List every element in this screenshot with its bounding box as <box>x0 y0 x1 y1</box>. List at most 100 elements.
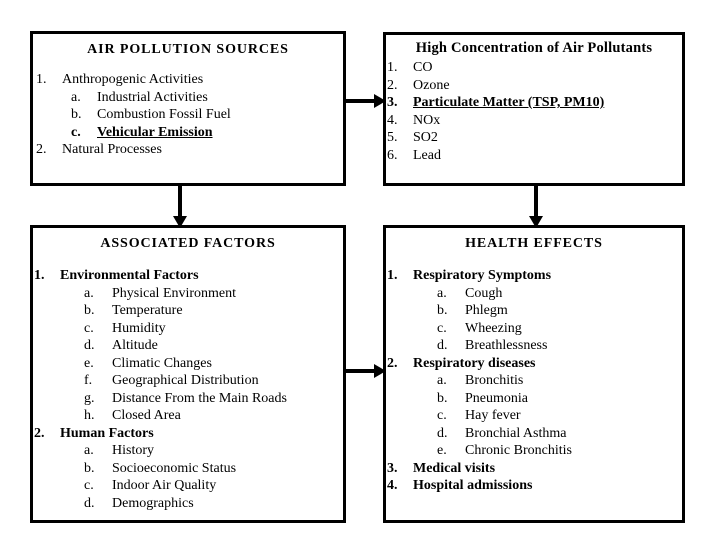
box-title-high-concentration-air-pollutants: High Concentration of Air Pollutants <box>415 40 653 56</box>
list-item: 4. Hospital admissions <box>387 477 682 495</box>
list-item: 6. Lead <box>387 147 682 165</box>
list-item-marker: a. <box>84 285 94 301</box>
list-item: 1.Environmental Factors <box>34 267 343 285</box>
list-item: a. Cough <box>387 285 682 303</box>
list-item-marker: c. <box>437 408 447 423</box>
list-item-label: SO2 <box>413 130 438 145</box>
list-item-label: Distance From the Main Roads <box>112 390 287 406</box>
arrow-right-icon-factors-to-health <box>346 362 386 380</box>
list-item-label: Cough <box>465 285 503 301</box>
list-item-label: Humidity <box>112 320 166 336</box>
list-item: 5. SO2 <box>387 129 682 147</box>
box-title-air-pollution-sources: AIR POLLUTION SOURCES <box>87 42 289 57</box>
list-item-marker: 6. <box>387 147 398 163</box>
list-item-marker: h. <box>84 408 95 423</box>
list-item-marker: d. <box>437 425 448 441</box>
list-item-label: Hospital admissions <box>413 478 533 493</box>
list-item: c.Hay fever <box>387 407 682 425</box>
list-item: a.Industrial Activities <box>36 89 343 107</box>
list-item: f.Geographical Distribution <box>34 372 343 390</box>
arrow-right-icon-sources-to-pollutants <box>346 92 386 110</box>
list-item-label: Ozone <box>413 77 450 93</box>
list-item-marker: c. <box>84 478 94 493</box>
arrow-shaft <box>178 186 182 218</box>
arrow-head <box>374 94 386 108</box>
list-item-marker: 2. <box>36 142 47 157</box>
box-title-associated-factors: ASSOCIATED FACTORS <box>100 236 276 251</box>
list-item: d.Breathlessness <box>387 337 682 355</box>
list-item-label: Wheezing <box>465 320 522 336</box>
list-item: 2. Respiratory diseases <box>387 355 682 373</box>
list-item-label: Respiratory diseases <box>413 355 536 371</box>
list-item-marker: 2. <box>387 77 398 93</box>
list-item-marker: e. <box>437 443 447 458</box>
list-item-marker: 4. <box>387 478 398 493</box>
list-item-marker: 2. <box>387 355 398 371</box>
list-item: h. Closed Area <box>34 407 343 425</box>
list-item-label: Medical visits <box>413 460 496 476</box>
arrow-head <box>529 216 543 228</box>
list-item: g. Distance From the Main Roads <box>34 390 343 408</box>
list-item-label: Demographics <box>112 495 194 511</box>
list-item-marker: 1. <box>34 268 45 283</box>
list-item-label: Natural Processes <box>62 142 162 157</box>
list-item: 2. Natural Processes <box>36 141 343 159</box>
list-item-label: Socioeconomic Status <box>112 460 237 476</box>
list-item-marker: g. <box>84 390 95 406</box>
list-item: c.Humidity <box>34 320 343 338</box>
list-item: 4.NOx <box>387 112 682 130</box>
list-item: d.Demographics <box>34 495 343 513</box>
list-item-label: Pneumonia <box>465 390 528 406</box>
list-item-label: Respiratory Symptoms <box>413 268 552 283</box>
list-item-label: Industrial Activities <box>97 89 208 105</box>
list-item-label: Vehicular Emission <box>97 124 213 140</box>
list-item: 2.Human Factors <box>34 425 343 443</box>
list-item: c. Vehicular Emission <box>36 124 343 142</box>
list-item: b. Phlegm <box>387 302 682 320</box>
list-item: c. Wheezing <box>387 320 682 338</box>
list-item-label: NOx <box>413 112 441 128</box>
list-item-label: Geographical Distribution <box>112 373 259 388</box>
list-item: b. Combustion Fossil Fuel <box>36 106 343 124</box>
list-item: a. Bronchitis <box>387 372 682 390</box>
list-item-marker: b. <box>71 107 82 122</box>
arrow-shaft <box>346 369 376 373</box>
list-item-marker: c. <box>437 320 447 336</box>
list-item-label: Combustion Fossil Fuel <box>97 107 231 122</box>
list-item-label: Phlegm <box>465 303 508 318</box>
list-item: e.Climatic Changes <box>34 355 343 373</box>
arrow-head <box>374 364 386 378</box>
list-item-label: CO <box>413 60 433 75</box>
list-item-marker: d. <box>437 338 448 353</box>
list-item-label: Bronchitis <box>465 373 524 388</box>
list-item-label: Closed Area <box>112 408 181 423</box>
list-item: b.Pneumonia <box>387 390 682 408</box>
arrow-head <box>173 216 187 228</box>
list-item: d.Bronchial Asthma <box>387 425 682 443</box>
box-title-health-effects: HEALTH EFFECTS <box>465 236 603 251</box>
list-item-marker: b. <box>437 303 448 318</box>
list-item-label: History <box>112 443 154 458</box>
list-item-label: Lead <box>413 147 441 163</box>
list-item: a.Physical Environment <box>34 285 343 303</box>
list-item-marker: a. <box>437 285 447 301</box>
list-item-marker: c. <box>71 124 81 140</box>
list-item-marker: 5. <box>387 130 398 145</box>
list-item: 3.Particulate Matter (TSP, PM10) <box>387 94 682 112</box>
list-item: c.Indoor Air Quality <box>34 477 343 495</box>
list-item-marker: d. <box>84 338 95 353</box>
list-item: b.Temperature <box>34 302 343 320</box>
list-item-label: Chronic Bronchitis <box>465 443 572 458</box>
list-item-marker: b. <box>84 460 95 476</box>
list-item-marker: a. <box>437 373 447 388</box>
list-item: 3.Medical visits <box>387 460 682 478</box>
list-item-label: Altitude <box>112 338 158 353</box>
list-item-marker: 3. <box>387 95 398 110</box>
list-item-marker: b. <box>84 303 95 318</box>
box-associated-factors: ASSOCIATED FACTORS 1.Environmental Facto… <box>30 225 346 523</box>
